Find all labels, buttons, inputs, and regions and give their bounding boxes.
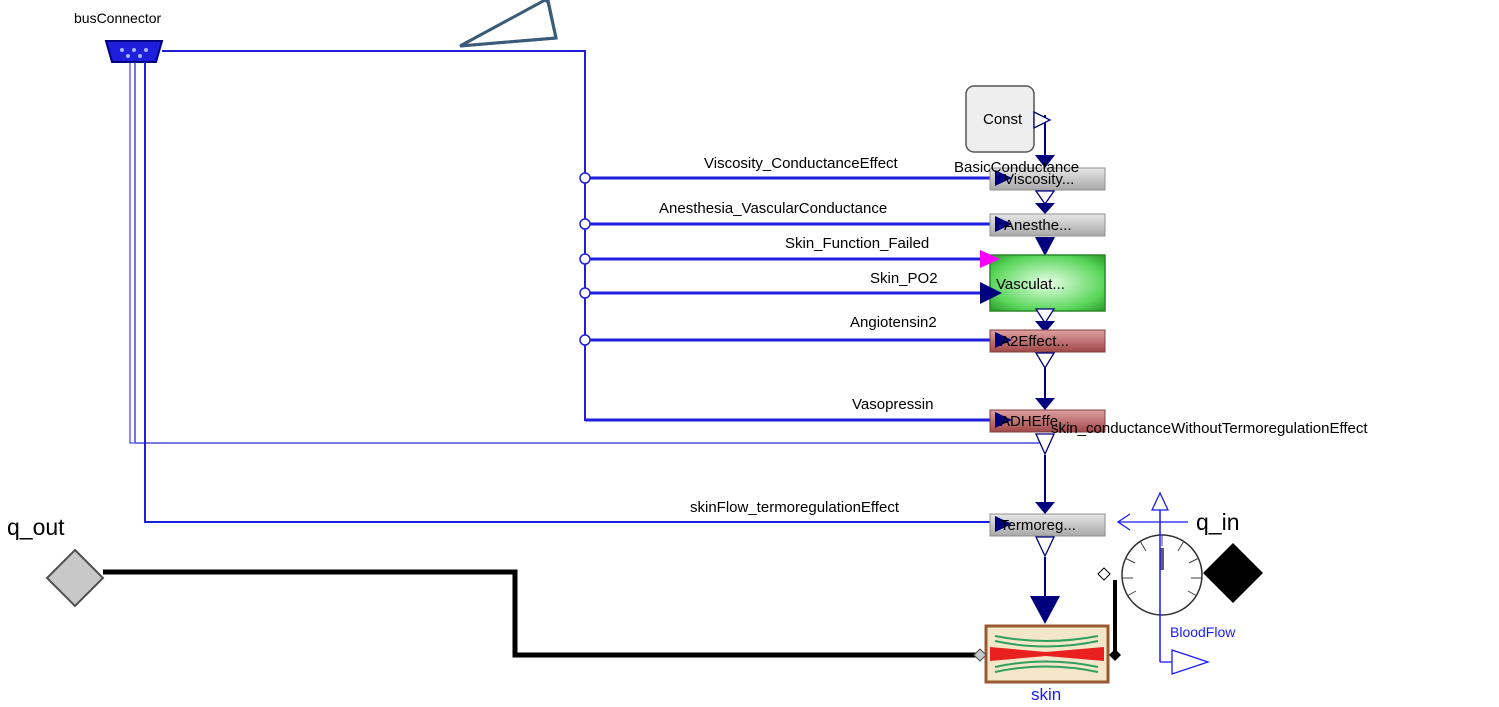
signal-label-skin-failed: Skin_Function_Failed [785,235,929,252]
signal-label-skin-po2: Skin_PO2 [870,270,938,287]
bloodflow-meter[interactable]: BloodFlow [1116,491,1236,675]
bloodflow-label: BloodFlow [1170,624,1236,640]
anesthesia-block-label: Anesthe... [1004,217,1072,234]
viscosity-block[interactable]: Viscosity... BasicConductance [954,155,1106,206]
q-out-label: q_out [7,514,65,540]
termoreg-block[interactable]: Termoreg... [989,502,1106,558]
termoreg-block-label: Termoreg... [1000,517,1076,534]
const-block-label: Const [983,111,1023,128]
signal-label-anesthesia: Anesthesia_VascularConductance [659,200,887,217]
const-block[interactable]: Const [965,85,1052,153]
skin-resistor[interactable]: skin [973,624,1121,704]
a2effect-block-label: A2Effect... [1000,333,1069,350]
viscosity-block-label: Viscosity... [1004,171,1074,188]
bus-junctions [579,172,591,346]
flow-connection-line [103,569,980,658]
signal-label-angiotensin: Angiotensin2 [850,314,937,331]
skin-input-arrow [1030,596,1060,624]
basic-conductance-label: BasicConductance [954,159,1079,176]
callout-arrow-outline [459,0,558,48]
signal-label-vasopressin: Vasopressin [852,396,933,413]
q-in-label: q_in [1196,509,1239,535]
adheffect-block[interactable]: ADHEffe... [989,398,1106,456]
q-out-port[interactable]: q_out [7,514,105,608]
signal-label-skinflow: skinFlow_termoregulationEffect [690,499,900,516]
q-in-port[interactable]: q_in [1196,509,1263,603]
flow-meter-port [1097,567,1111,581]
conductance-output-label: skin_conductanceWithoutTermoregulationEf… [1051,420,1368,437]
vascular-block-label: Vasculat... [996,276,1065,293]
skin-label: skin [1031,685,1061,704]
bus-connector-label: busConnector [74,10,162,26]
adheffect-block-label: ADHEffe... [1000,413,1071,430]
signal-label-viscosity: Viscosity_ConductanceEffect [704,155,899,172]
bus-connector[interactable]: busConnector [74,10,164,63]
a2effect-block[interactable]: A2Effect... [989,329,1106,370]
bus-lines [129,50,1045,523]
anesthesia-block[interactable]: Anesthe... [989,203,1106,256]
vascular-block[interactable]: Vasculat... [980,250,1106,333]
